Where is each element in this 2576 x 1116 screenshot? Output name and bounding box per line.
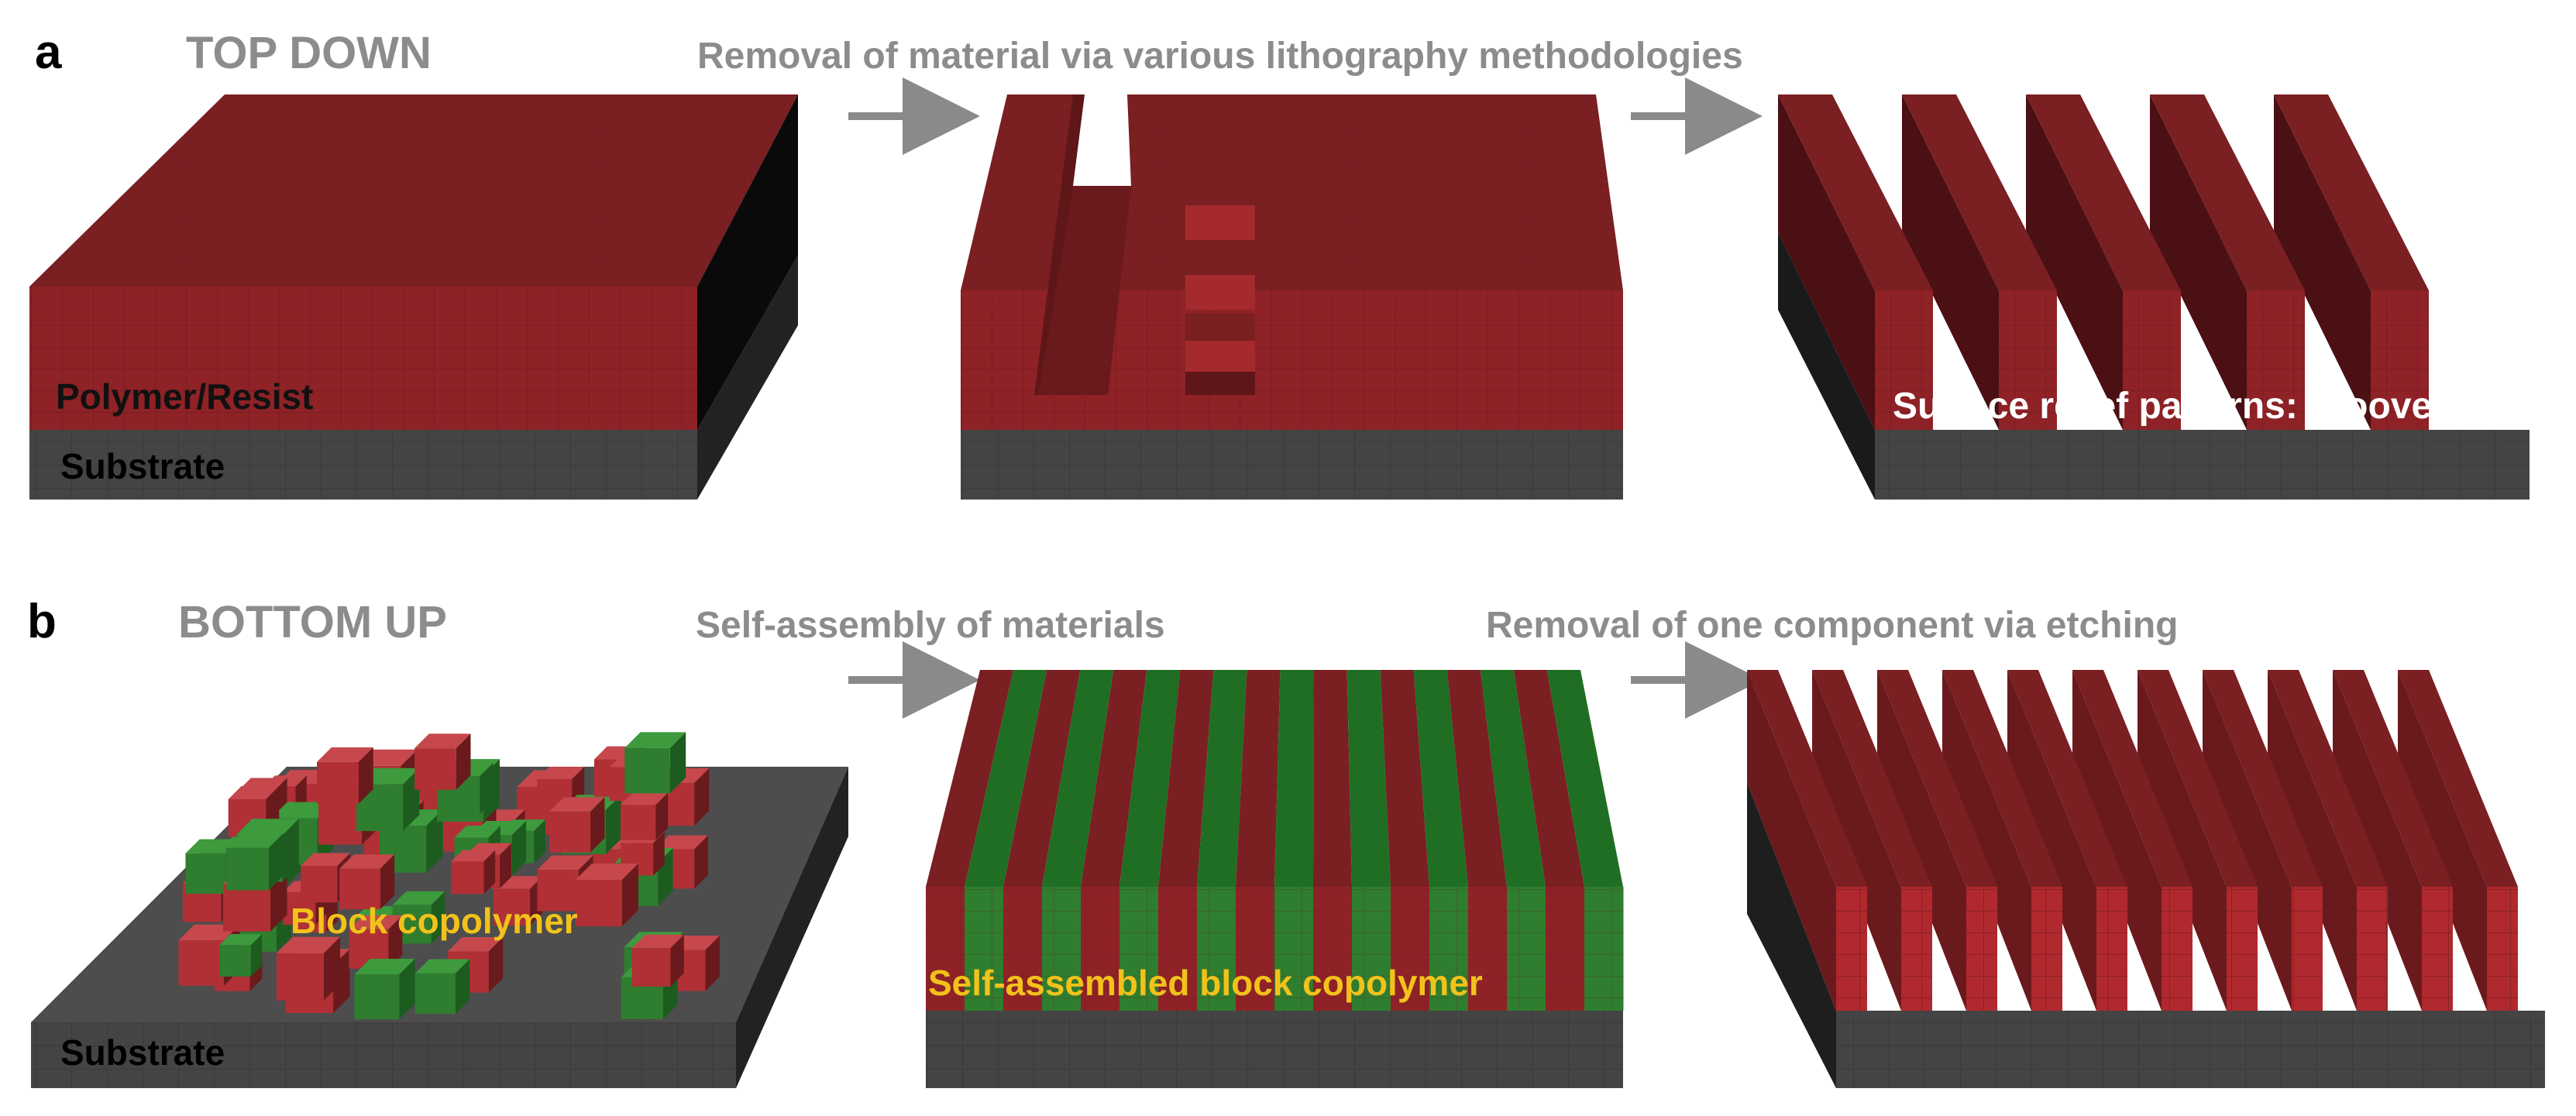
lithography-block xyxy=(961,94,1623,500)
panel-a-title: TOP DOWN xyxy=(186,28,432,78)
panel-a-letter: a xyxy=(35,26,62,79)
panel-b: b BOTTOM UP Self-assembly of materials R… xyxy=(27,595,2545,1088)
panel-a-process-label: Removal of material via various lithogra… xyxy=(697,36,1743,77)
grooves-block: Surface relief patterns: grooves xyxy=(1778,94,2530,500)
etched-lamellae-block xyxy=(1747,670,2545,1088)
block-copolymer-on-substrate: Block copolymer Substrate xyxy=(31,732,848,1088)
self-assembled-block: Self-assembled block copolymer xyxy=(926,670,1624,1088)
substrate-label-b: Substrate xyxy=(60,1032,225,1073)
substrate-side xyxy=(697,256,798,500)
substrate-label-a: Substrate xyxy=(60,446,225,486)
panel-b-letter: b xyxy=(27,595,57,648)
polymer-resist-block: Polymer/Resist Substrate xyxy=(29,94,798,500)
panel-b-title: BOTTOM UP xyxy=(178,597,447,647)
block-side-dark xyxy=(697,94,798,430)
panel-b-process1-label: Self-assembly of materials xyxy=(696,605,1165,646)
polymer-resist-label: Polymer/Resist xyxy=(56,376,313,417)
self-assembled-label: Self-assembled block copolymer xyxy=(928,963,1483,1003)
block-copolymer-label: Block copolymer xyxy=(291,901,578,941)
surface-relief-label: Surface relief patterns: grooves xyxy=(1893,386,2453,427)
panel-a: a TOP DOWN Removal of material via vario… xyxy=(29,26,2530,500)
random-copolymer-cubes xyxy=(178,732,720,1020)
panel-b-process2-label: Removal of one component via etching xyxy=(1486,605,2178,646)
